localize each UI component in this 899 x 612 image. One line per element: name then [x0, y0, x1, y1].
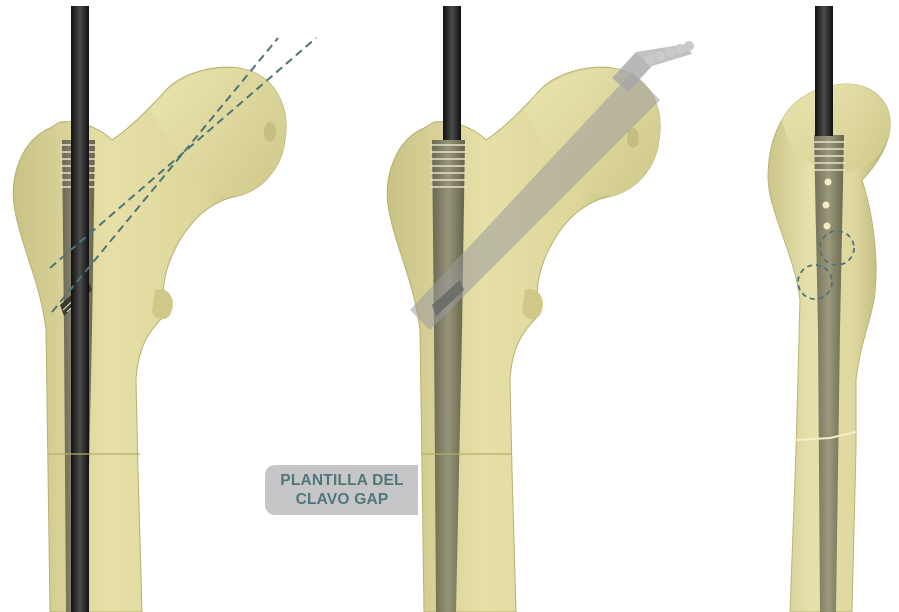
left-fovea — [264, 122, 276, 142]
right-nail-hole-3 — [824, 223, 831, 230]
template-label-line-1: PLANTILLA DEL — [267, 471, 417, 490]
femur-figure-left — [13, 6, 316, 612]
right-guide-rod — [815, 6, 833, 136]
right-nail-hole-2 — [823, 202, 830, 209]
middle-nail-thread — [430, 145, 467, 187]
template-screw — [612, 41, 694, 92]
middle-guide-rod — [443, 6, 461, 140]
template-label: PLANTILLA DEL CLAVO GAP — [267, 471, 417, 509]
template-label-line-2: CLAVO GAP — [267, 490, 417, 509]
right-nail-hole-1 — [825, 179, 832, 186]
femur-figure-middle — [387, 6, 694, 612]
middle-lesser-trochanter — [522, 289, 543, 319]
left-guide-rod — [71, 6, 89, 612]
left-lesser-trochanter — [152, 289, 173, 319]
femur-figure-right — [768, 6, 890, 612]
